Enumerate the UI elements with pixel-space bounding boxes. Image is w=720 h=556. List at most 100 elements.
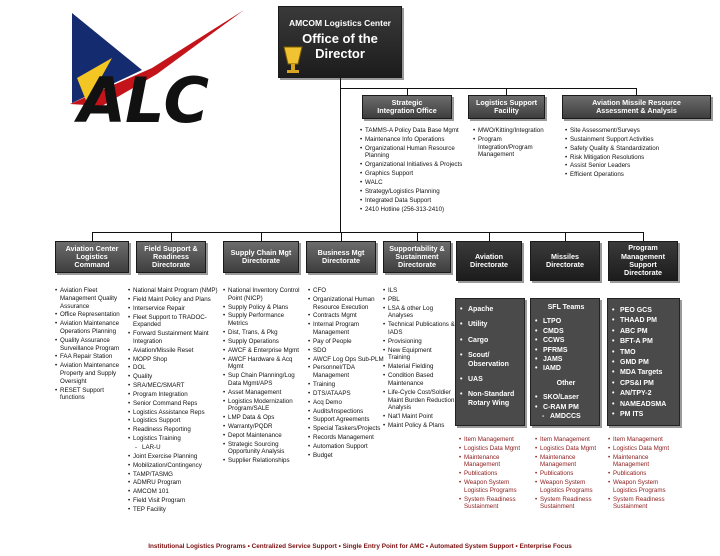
connector bbox=[643, 232, 644, 241]
panel-item: PEO GCS bbox=[611, 307, 679, 316]
connector bbox=[407, 88, 408, 95]
list-item: LMP Data & Ops bbox=[223, 414, 305, 422]
list-item: Condition Based Maintenance bbox=[383, 372, 455, 388]
list-item: Aviation Maintenance Operations Planning bbox=[55, 320, 127, 336]
list-item: Life-Cycle Cost/Soldier Maint Burden Red… bbox=[383, 389, 455, 412]
list-item: Provisioning bbox=[383, 338, 455, 346]
list-item: Item Management bbox=[459, 436, 531, 444]
directorate-label: Missiles Directorate bbox=[546, 251, 584, 269]
directorate-label: Aviation Directorate bbox=[470, 251, 508, 269]
list-item: Assist Senior Leaders bbox=[565, 162, 665, 170]
list-item: Internal Program Management bbox=[308, 321, 386, 337]
list-item: Graphics Support bbox=[360, 170, 470, 178]
aclc-list: Aviation Fleet Management Quality Assura… bbox=[55, 287, 127, 403]
list-item: Integrated Data Support bbox=[360, 197, 470, 205]
list-item: Organizational Human Resource Planning bbox=[360, 145, 470, 161]
list-item: Organizational Human Resource Execution bbox=[308, 296, 386, 312]
directorate-label: Program Management Support Directorate bbox=[621, 243, 665, 278]
list-item: PBL bbox=[383, 296, 455, 304]
panel-heading: Other bbox=[556, 379, 576, 387]
list-item: Nat'l Maint Point bbox=[383, 413, 455, 421]
list-item: Logistics Data Mgmt bbox=[608, 445, 682, 453]
list-item: Acq Demo bbox=[308, 399, 386, 407]
panel-item: CMDS bbox=[534, 328, 598, 337]
list-item: AWCF & Enterprise Mgmt bbox=[223, 347, 305, 355]
ssd-list: ILS PBL LSA & other Log Analyses Technic… bbox=[383, 287, 455, 431]
list-item: Risk Mitigation Resolutions bbox=[565, 154, 665, 162]
list-item: Safety Quality & Standardization bbox=[565, 145, 665, 153]
list-item: Sup Chain Planning/Log Data Mgmt/APS bbox=[223, 372, 305, 388]
list-item: Aviation Fleet Management Quality Assura… bbox=[55, 287, 127, 310]
missiles-red-list: Item Management Logistics Data Mgmt Main… bbox=[535, 436, 605, 512]
list-item: Program Integration/Program Management bbox=[473, 136, 553, 159]
top-line2: Office of the bbox=[302, 30, 378, 46]
list-item: Maintenance Management bbox=[459, 454, 531, 470]
aviation-red-list: Item Management Logistics Data Mgmt Main… bbox=[459, 436, 531, 512]
list-item: Field Visit Program bbox=[128, 497, 224, 505]
connector bbox=[92, 232, 643, 233]
connector bbox=[92, 232, 93, 241]
list-item: MWO/Kitting/Integration bbox=[473, 127, 553, 135]
list-item: RESET Support functions bbox=[55, 387, 127, 403]
panel-heading: SFL Teams bbox=[547, 304, 585, 311]
panel-item: THAAD PM bbox=[611, 317, 679, 326]
connector bbox=[506, 88, 507, 95]
list-item: System Readiness Sustainment bbox=[459, 496, 531, 512]
list-item: MOPP Shop bbox=[128, 356, 224, 364]
connector bbox=[340, 78, 341, 233]
staff-label: Aviation Missile Resource Assessment & A… bbox=[592, 97, 681, 115]
list-item: Weapon System Logistics Programs bbox=[608, 479, 682, 495]
list-item: Item Management bbox=[535, 436, 605, 444]
strategic-integration-list: TAMMS-A Policy Data Base Mgmt Maintenanc… bbox=[360, 127, 470, 214]
list-item: Supplier Relationships bbox=[223, 457, 305, 465]
list-item: Senior Command Reps bbox=[128, 400, 224, 408]
list-item: Support Agreements bbox=[308, 416, 386, 424]
panel-item: TMO bbox=[611, 349, 679, 358]
list-item: Maint Policy & Plans bbox=[383, 422, 455, 430]
list-item: SDO bbox=[308, 347, 386, 355]
connector bbox=[417, 232, 418, 241]
list-item: System Readiness Sustainment bbox=[535, 496, 605, 512]
office-of-director-box: AMCOM Logistics Center Office of the Dir… bbox=[278, 6, 402, 78]
list-item: Logistics Support bbox=[128, 417, 224, 425]
list-item: Weapon System Logistics Programs bbox=[459, 479, 531, 495]
list-item: Item Management bbox=[608, 436, 682, 444]
directorate-aviation: Aviation Directorate bbox=[456, 241, 522, 281]
connector bbox=[261, 232, 262, 241]
list-item: Records Management bbox=[308, 434, 386, 442]
list-item: Site Assessment/Surveys bbox=[565, 127, 665, 135]
list-item: Sustainment Support Activities bbox=[565, 136, 665, 144]
list-item: Logistics Data Mgmt bbox=[459, 445, 531, 453]
list-item: Weapon System Logistics Programs bbox=[535, 479, 605, 495]
connector bbox=[565, 232, 566, 241]
panel-item: JAMS bbox=[534, 356, 598, 365]
staff-label: Logistics Support Facility bbox=[475, 97, 538, 115]
list-item: Maintenance Management bbox=[608, 454, 682, 470]
panel-item: CPS&I PM bbox=[611, 380, 679, 389]
pmsd-panel-list: PEO GCS THAAD PM ABC PM BFT-A PM TMO GMD… bbox=[611, 307, 679, 421]
footer-tagline: Institutional Logistics Programs • Centr… bbox=[148, 543, 572, 550]
scmd-list: National Inventory Control Point (NICP) … bbox=[223, 287, 305, 466]
list-item: Aviation Maintenance Property and Supply… bbox=[55, 362, 127, 385]
directorate-aclc: Aviation Center Logistics Command bbox=[55, 241, 129, 273]
list-item: ILS bbox=[383, 287, 455, 295]
directorate-label: Supply Chain Mgt Directorate bbox=[230, 247, 292, 265]
list-item: Interservice Repair bbox=[128, 305, 224, 313]
list-item: Maintenance Info Operations bbox=[360, 136, 470, 144]
amraa-box: Aviation Missile Resource Assessment & A… bbox=[562, 95, 711, 119]
logo-text: ALC bbox=[78, 64, 209, 137]
list-item: Publications bbox=[608, 470, 682, 478]
list-item: Publications bbox=[535, 470, 605, 478]
alc-logo-graphic bbox=[70, 10, 244, 106]
directorate-label: Business Mgt Directorate bbox=[317, 247, 365, 265]
list-item: Efficient Operations bbox=[565, 171, 665, 179]
list-item: Field Maint Policy and Plans bbox=[128, 296, 224, 304]
panel-item: UAS bbox=[459, 376, 523, 385]
list-item: AWCF Log Ops Sub-PLM bbox=[308, 356, 386, 364]
list-item: SRA/MEC/SMART bbox=[128, 382, 224, 390]
panel-item: ABC PM bbox=[611, 328, 679, 337]
connector bbox=[341, 232, 342, 241]
staff-label: Strategic Integration Office bbox=[377, 97, 437, 115]
list-item: TEP Facility bbox=[128, 506, 224, 514]
list-item: WALC bbox=[360, 179, 470, 187]
